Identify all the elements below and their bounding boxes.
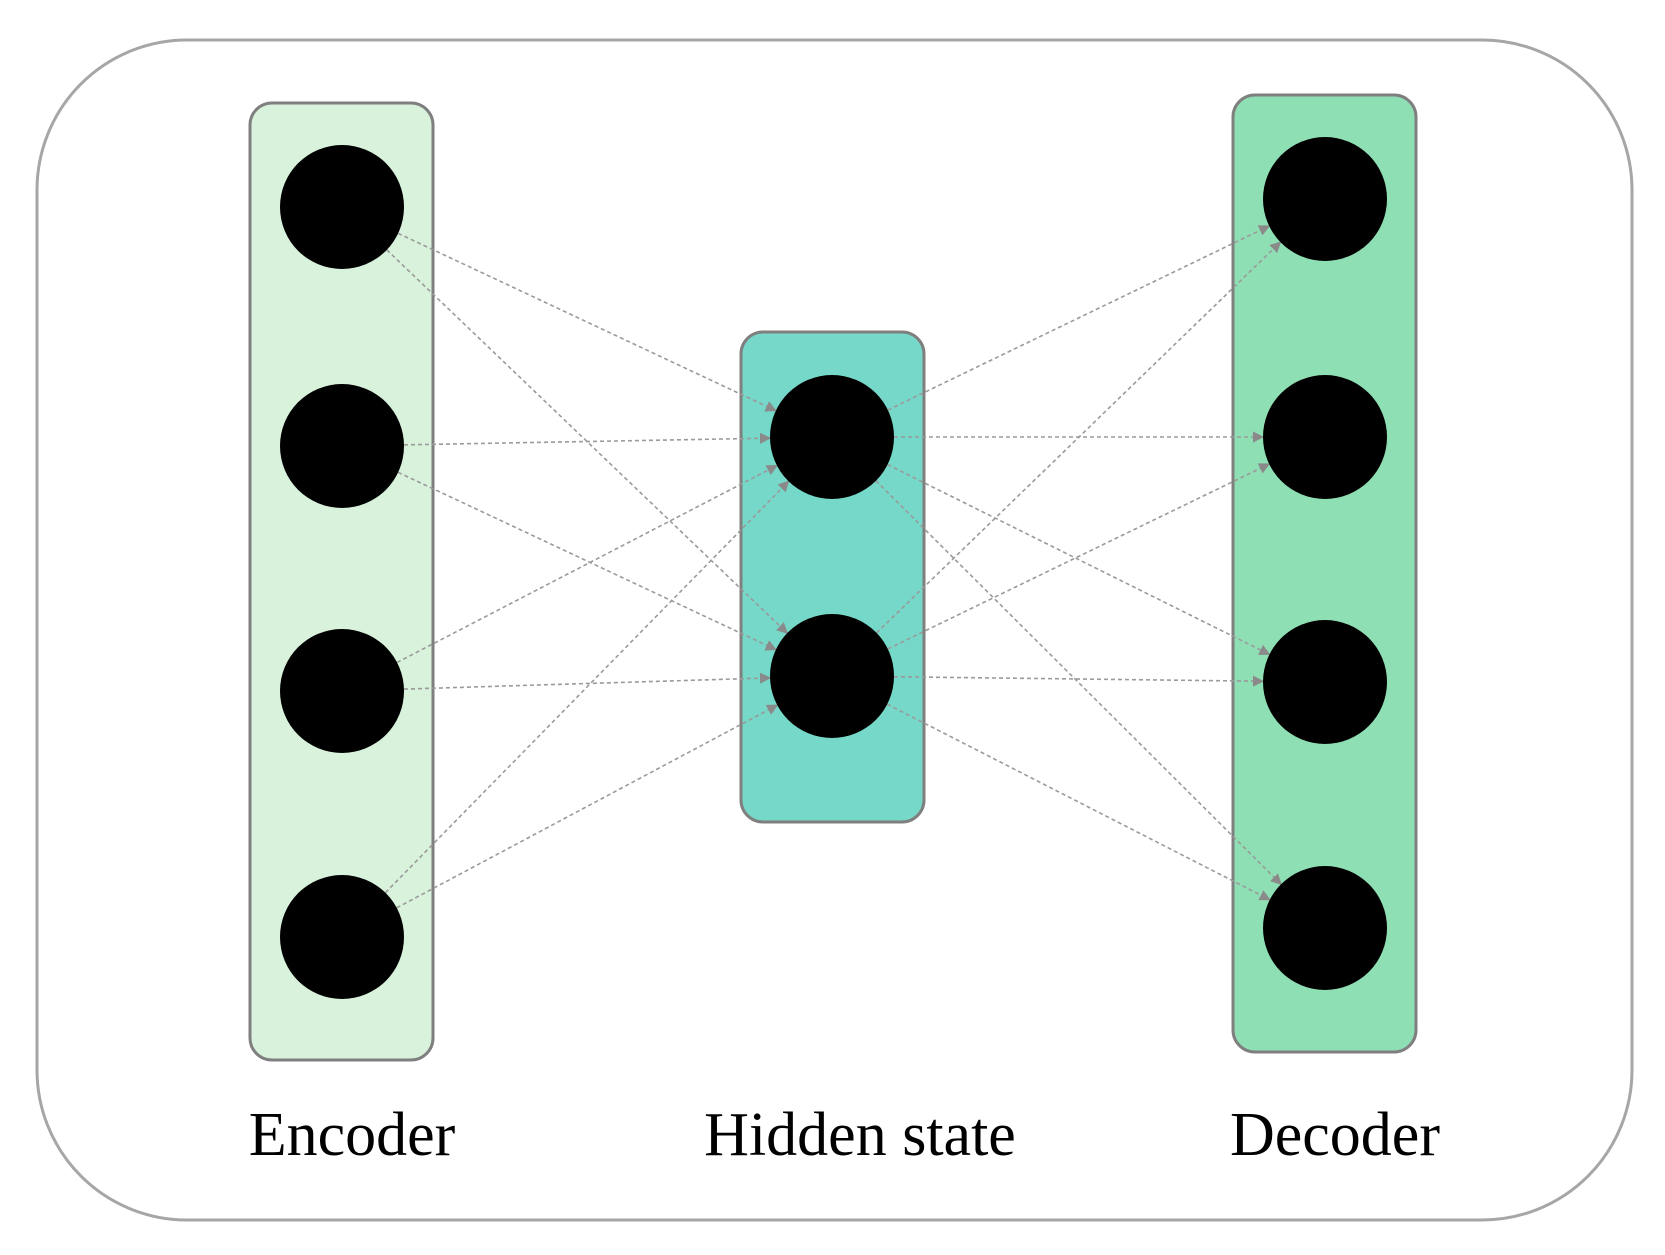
encoder-node-2 bbox=[280, 384, 404, 508]
connection-hidden-1-to-decoder-3 bbox=[887, 463, 1271, 656]
decoder-box bbox=[1231, 93, 1418, 1054]
connection-encoder-2-to-hidden-1 bbox=[403, 432, 772, 446]
nodes bbox=[280, 137, 1387, 999]
decoder-node-3 bbox=[1263, 620, 1387, 744]
connection-encoder-3-to-hidden-2 bbox=[403, 672, 772, 690]
connection-hidden-2-to-decoder-1 bbox=[876, 241, 1282, 634]
encoder-node-3 bbox=[280, 629, 404, 753]
encoder-node-4 bbox=[280, 875, 404, 999]
encoder-box bbox=[248, 101, 435, 1062]
connection-hidden-1-to-decoder-4 bbox=[875, 480, 1282, 886]
decoder-node-1 bbox=[1263, 137, 1387, 261]
encoder-label: Encoder bbox=[249, 1101, 456, 1169]
connection-hidden-2-to-decoder-2 bbox=[887, 463, 1271, 650]
hidden-node-2 bbox=[770, 614, 894, 738]
connections bbox=[384, 225, 1282, 909]
connection-encoder-3-to-hidden-1 bbox=[396, 464, 778, 664]
connection-encoder-1-to-hidden-2 bbox=[386, 249, 789, 634]
decoder-label: Decoder bbox=[1230, 1101, 1440, 1169]
connection-hidden-2-to-decoder-4 bbox=[886, 703, 1271, 901]
connection-encoder-4-to-hidden-1 bbox=[384, 480, 790, 894]
connection-encoder-4-to-hidden-2 bbox=[396, 704, 779, 909]
hidden-node-1 bbox=[770, 375, 894, 499]
encoder-node-1 bbox=[280, 145, 404, 269]
hidden-state-label: Hidden state bbox=[704, 1101, 1016, 1169]
decoder-node-4 bbox=[1263, 866, 1387, 990]
decoder-node-2 bbox=[1263, 375, 1387, 499]
connection-hidden-1-to-decoder-1 bbox=[887, 225, 1271, 411]
connection-hidden-2-to-decoder-3 bbox=[893, 675, 1265, 687]
